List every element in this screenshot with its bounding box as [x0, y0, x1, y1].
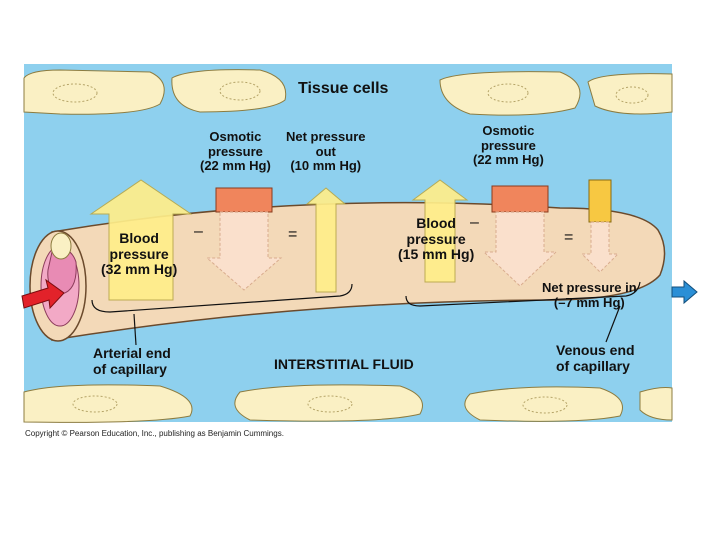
arterial-osmotic-pressure-label: Osmotic pressure (22 mm Hg) [200, 129, 271, 174]
venous-blood-pressure-label: Blood pressure (15 mm Hg) [398, 215, 475, 263]
venous-osmotic-pressure-arrow [482, 211, 558, 287]
venous-minus-sign: – [470, 214, 479, 231]
venous-end-pointer [605, 305, 621, 343]
venous-end-label: Venous end of capillary [556, 342, 635, 374]
tissue-cell-nucleus [522, 396, 568, 414]
tissue-cell-nucleus [72, 395, 118, 413]
arterial-osmotic-pressure-arrow [205, 211, 283, 291]
tissue-cell-nuclei-bottom [72, 395, 568, 414]
copyright-notice: Copyright © Pearson Education, Inc., pub… [25, 429, 284, 438]
venous-net-pressure-in-arrow [580, 221, 620, 273]
endothelial-cell-nucleus [50, 232, 72, 260]
blood-flow-out-arrow [671, 279, 698, 305]
venous-net-pressure-in-block [588, 179, 612, 223]
tissue-cell [23, 384, 193, 423]
tissue-cell-nucleus [219, 81, 261, 101]
venous-net-pressure-in-label: Net pressure in (–7 mm Hg) [542, 280, 637, 310]
arterial-net-pressure-out-label: Net pressure out (10 mm Hg) [286, 129, 366, 174]
tissue-cell-nuclei-top [52, 81, 649, 104]
tissue-cells-top [23, 69, 673, 116]
arterial-equals-sign: = [288, 226, 298, 243]
tissue-cell [23, 69, 165, 115]
venous-osmotic-pressure-block [491, 185, 549, 213]
arterial-end-pointer [133, 313, 137, 346]
arterial-blood-pressure-arrow [89, 179, 193, 301]
tissue-cells-title: Tissue cells [298, 80, 389, 97]
interstitial-fluid-label: INTERSTITIAL FLUID [274, 356, 414, 372]
tissue-cells-bottom [23, 384, 673, 423]
arterial-osmotic-pressure-block [215, 187, 273, 213]
blood-flow-in-arrow [21, 278, 65, 310]
tissue-cell [639, 387, 673, 421]
arterial-minus-sign: – [194, 223, 203, 240]
arterial-blood-pressure-label: Blood pressure (32 mm Hg) [101, 230, 178, 278]
arterial-net-pressure-out-arrow [305, 187, 347, 293]
arterial-end-bracket [91, 283, 353, 313]
arterial-end-label: Arterial end of capillary [93, 345, 171, 377]
tissue-cell [171, 69, 287, 113]
tissue-cell-nucleus [52, 83, 98, 103]
tissue-cell [234, 384, 423, 422]
venous-end-bracket [405, 281, 641, 307]
tissue-cell [587, 73, 673, 115]
venous-osmotic-pressure-label: Osmotic pressure (22 mm Hg) [473, 123, 544, 168]
venous-equals-sign: = [564, 229, 574, 246]
tissue-cell-nucleus [487, 83, 529, 103]
tissue-cell-nucleus [615, 86, 649, 104]
venous-blood-pressure-arrow [411, 179, 469, 283]
tissue-cell [464, 386, 623, 422]
tissue-cell-nucleus [307, 395, 353, 413]
tissue-cell [439, 71, 581, 116]
